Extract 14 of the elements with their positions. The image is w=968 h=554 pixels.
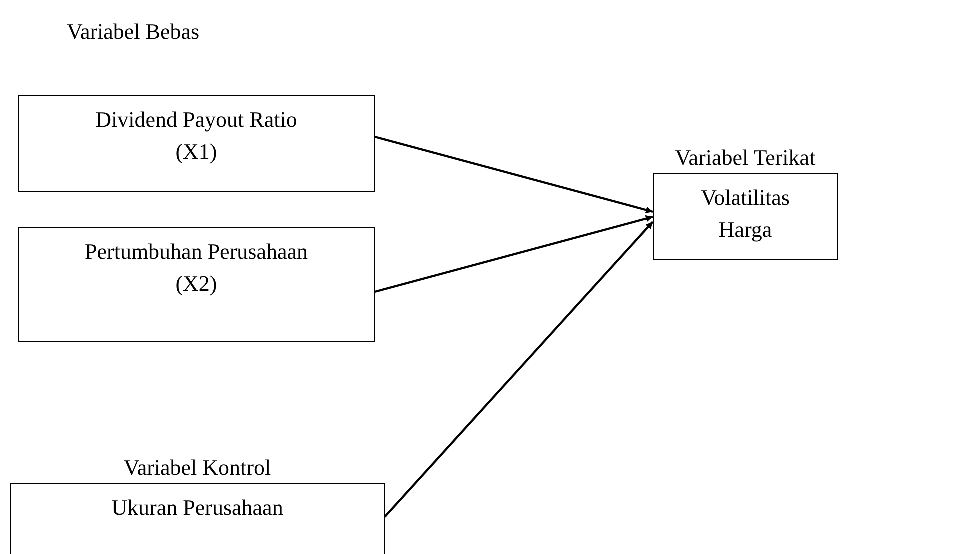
variable-box bbox=[653, 173, 838, 260]
variable-box bbox=[10, 483, 385, 554]
variable-name: Dividend Payout Ratio (X1) bbox=[94, 106, 298, 166]
variable-box bbox=[18, 227, 375, 342]
arrow bbox=[374, 215, 654, 294]
variable-name: Ukuran Perusahaan bbox=[110, 494, 284, 522]
variable-heading: Variabel Kontrol bbox=[122, 454, 272, 482]
arrow bbox=[384, 221, 654, 518]
variable-heading: Variabel Terikat bbox=[674, 144, 817, 172]
group-heading: Variabel Bebas bbox=[67, 18, 200, 46]
variable-name: Pertumbuhan Perusahaan (X2) bbox=[84, 238, 309, 298]
variable-box bbox=[18, 95, 375, 192]
variable-name: Volatilitas Harga bbox=[700, 184, 791, 244]
arrow bbox=[374, 136, 654, 214]
